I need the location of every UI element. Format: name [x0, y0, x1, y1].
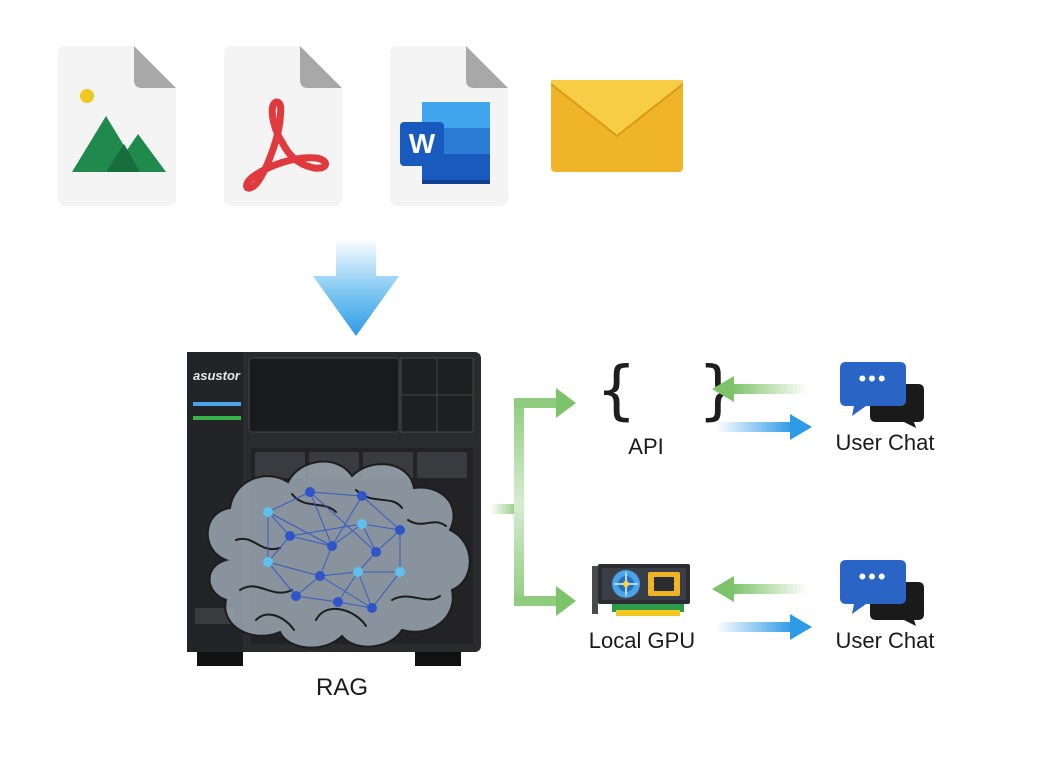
branch-connector — [490, 388, 580, 620]
user-chat-icon-bottom: ••• — [840, 560, 926, 626]
api-caption: API — [628, 434, 664, 459]
request-arrow-bottom — [712, 574, 808, 604]
request-arrow-top — [712, 374, 808, 404]
brain-network-icon — [196, 450, 482, 650]
api-braces-icon: { } — [596, 354, 739, 428]
word-file-icon: W — [390, 44, 510, 208]
chat-bubble-dots: ••• — [858, 564, 888, 589]
gpu-card-icon — [592, 562, 692, 618]
response-arrow-top — [716, 412, 812, 442]
user-chat-caption-top: User Chat — [835, 430, 935, 455]
ingest-arrow-icon — [313, 238, 399, 338]
user-chat-caption-bottom: User Chat — [835, 628, 935, 653]
image-file-icon — [58, 44, 178, 208]
pdf-file-icon — [224, 44, 344, 208]
chat-bubble-dots: ••• — [858, 366, 888, 391]
gpu-caption: Local GPU — [588, 628, 696, 653]
user-chat-icon-top: ••• — [840, 362, 926, 428]
email-envelope-icon — [551, 80, 683, 172]
nas-brand-label: asustor — [193, 368, 240, 383]
word-icon-letter: W — [408, 128, 436, 159]
rag-caption: RAG — [315, 674, 368, 701]
response-arrow-bottom — [716, 612, 812, 642]
